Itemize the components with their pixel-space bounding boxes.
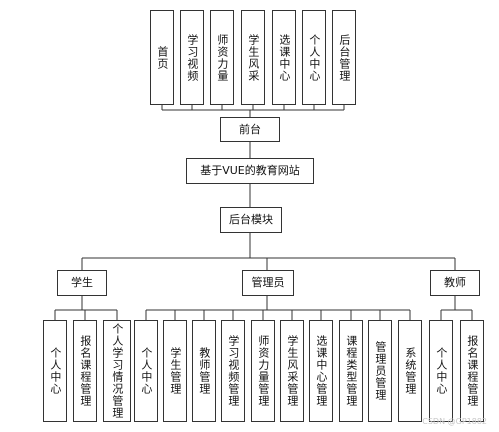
root-node: 基于VUE的教育网站 xyxy=(186,158,314,184)
front-child-home: 首页 xyxy=(150,10,174,105)
front-child-admin: 后台管理 xyxy=(332,10,356,105)
front-child-personal-center: 个人中心 xyxy=(302,10,326,105)
student-child-course-enroll: 报名课程管理 xyxy=(73,320,97,422)
role-teacher: 教师 xyxy=(430,270,480,296)
front-node: 前台 xyxy=(220,117,280,142)
admin-child-student-mgmt: 学生管理 xyxy=(163,320,187,422)
admin-child-course-center-mgmt: 选课中心管理 xyxy=(309,320,333,422)
admin-child-video-mgmt: 学习视频管理 xyxy=(221,320,245,422)
front-child-course-center: 选课中心 xyxy=(272,10,296,105)
admin-child-teacher-mgmt: 教师管理 xyxy=(192,320,216,422)
backend-node: 后台模块 xyxy=(220,207,282,233)
admin-child-style-mgmt: 学生风采管理 xyxy=(280,320,304,422)
role-student: 学生 xyxy=(57,270,107,296)
admin-child-faculty-mgmt: 师资力量管理 xyxy=(251,320,275,422)
student-child-learning-status: 个人学习情况管理 xyxy=(103,320,131,422)
admin-child-course-type-mgmt: 课程类型管理 xyxy=(339,320,363,422)
teacher-child-personal-center: 个人中心 xyxy=(429,320,453,422)
front-child-learning-video: 学习视频 xyxy=(180,10,204,105)
student-child-personal-center: 个人中心 xyxy=(43,320,67,422)
admin-child-personal-center: 个人中心 xyxy=(134,320,158,422)
role-admin: 管理员 xyxy=(242,270,294,296)
front-child-faculty: 师资力量 xyxy=(210,10,234,105)
admin-child-admin-mgmt: 管理员管理 xyxy=(368,320,392,422)
admin-child-system-mgmt: 系统管理 xyxy=(398,320,422,422)
teacher-child-course-enroll: 报名课程管理 xyxy=(460,320,484,422)
front-child-student-style: 学生风采 xyxy=(241,10,265,105)
watermark: CSDN @GP1882 xyxy=(422,417,487,426)
